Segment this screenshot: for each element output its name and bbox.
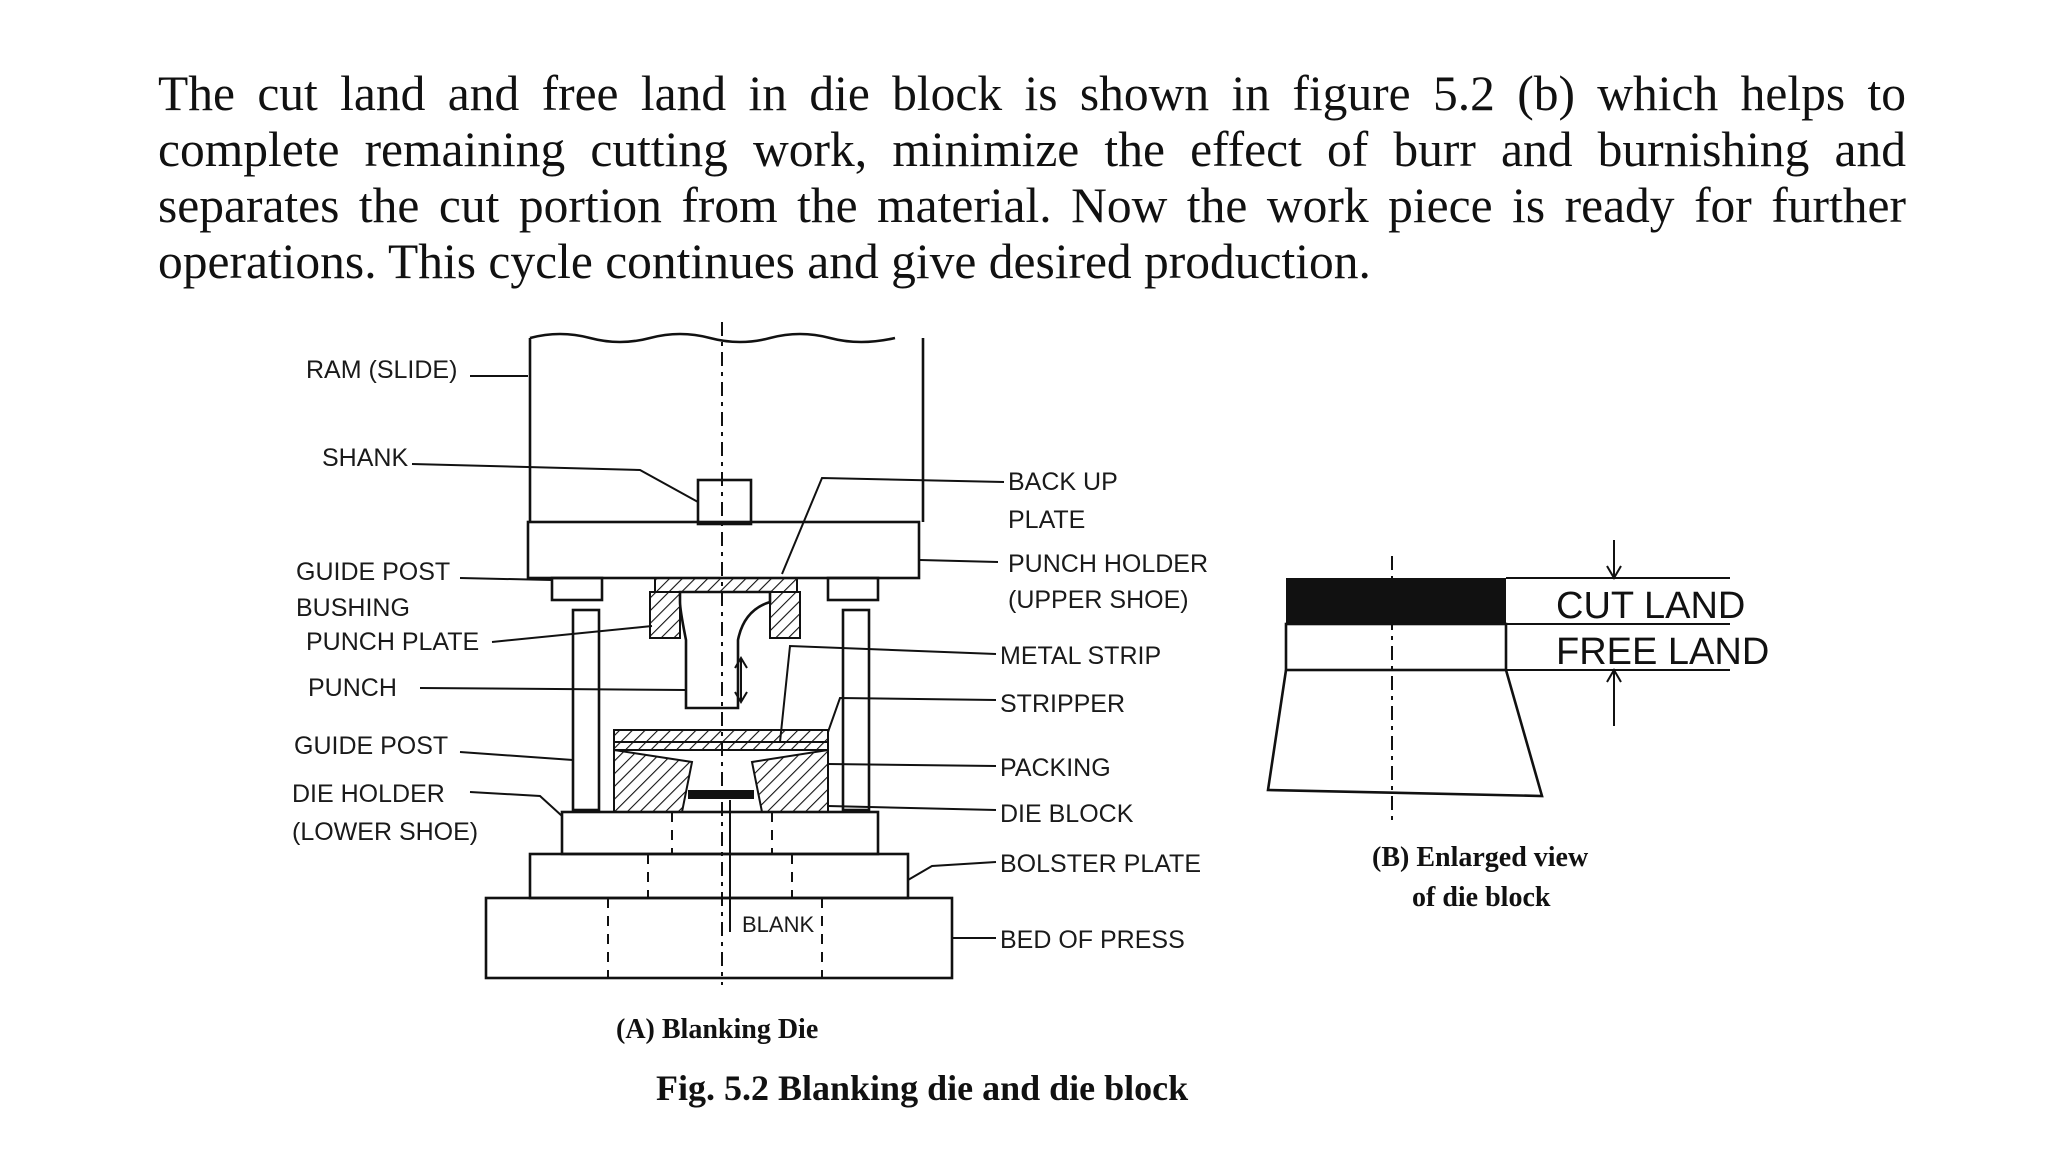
punch-holder-leader	[919, 559, 999, 563]
punch	[678, 590, 772, 710]
bolster-plate-leader	[907, 861, 997, 881]
body-paragraph: The cut land and free land in die block …	[158, 66, 1906, 289]
back-up-plate-leader	[781, 476, 1005, 575]
label-die-holder-2: (LOWER SHOE)	[292, 818, 478, 846]
stripper-leader	[827, 696, 997, 733]
die-block-enlarged	[1266, 540, 1730, 820]
label-punch-holder-1: PUNCH HOLDER	[1008, 550, 1208, 578]
top-dimension-arrow	[1606, 540, 1622, 580]
metal-strip	[613, 741, 829, 751]
label-blank: BLANK	[742, 912, 814, 937]
punch-plate-left	[649, 591, 681, 639]
label-die-block: DIE BLOCK	[1000, 800, 1134, 828]
label-guide-post-bushing-2: BUSHING	[296, 594, 410, 622]
die-block-left	[613, 748, 694, 813]
punch-motion-arrow	[734, 656, 748, 704]
bottom-dimension-arrow	[1606, 668, 1622, 726]
punch-plate-leader	[491, 625, 653, 643]
guide-post-leader	[459, 751, 574, 761]
bushing-right	[826, 576, 880, 602]
punch-plate-right	[769, 591, 801, 639]
label-bolster-plate: BOLSTER PLATE	[1000, 850, 1201, 878]
blank	[688, 790, 754, 799]
packing-leader	[827, 763, 997, 767]
label-free-land: FREE LAND	[1556, 631, 1769, 673]
ram-slide	[528, 332, 925, 522]
caption-b-2: of die block	[1412, 882, 1551, 913]
die-holder	[560, 810, 880, 856]
label-die-holder-1: DIE HOLDER	[292, 780, 445, 808]
label-ram: RAM (SLIDE)	[306, 356, 457, 384]
land-extension-lines	[1506, 577, 1730, 671]
bushing-left	[550, 576, 604, 602]
guide-post-right	[841, 608, 871, 812]
punch-holder	[526, 520, 921, 580]
metal-strip-leader	[779, 644, 997, 743]
bushing-leader	[459, 577, 553, 581]
punch-leader	[419, 687, 687, 691]
label-punch-plate: PUNCH PLATE	[306, 628, 479, 656]
label-cut-land: CUT LAND	[1556, 585, 1745, 627]
free-land-band	[1284, 622, 1508, 672]
label-bed-of-press: BED OF PRESS	[1000, 926, 1185, 954]
label-back-up-1: BACK UP	[1008, 468, 1118, 496]
shank	[696, 478, 753, 526]
caption-a: (A) Blanking Die	[616, 1014, 818, 1045]
label-stripper: STRIPPER	[1000, 690, 1125, 718]
label-metal-strip: METAL STRIP	[1000, 642, 1161, 670]
label-packing: PACKING	[1000, 754, 1111, 782]
label-back-up-2: PLATE	[1008, 506, 1085, 534]
bed-of-press	[484, 896, 954, 980]
label-guide-post-bushing-1: GUIDE POST	[296, 558, 450, 586]
blanking-die-drawing	[411, 322, 1005, 985]
die-block-leader	[827, 805, 997, 811]
figure-caption: Fig. 5.2 Blanking die and die block	[656, 1068, 1188, 1108]
back-up-plate	[654, 577, 798, 593]
shank-leader	[411, 463, 699, 503]
die-holder-leader	[469, 791, 563, 817]
cut-land-band	[1286, 578, 1506, 624]
bolster-plate	[528, 852, 910, 900]
label-guide-post: GUIDE POST	[294, 732, 448, 760]
label-punch-holder-2: (UPPER SHOE)	[1008, 586, 1189, 614]
label-shank: SHANK	[322, 444, 408, 472]
caption-b-1: (B) Enlarged view	[1372, 842, 1589, 873]
stripper	[613, 729, 829, 743]
die-block-relief	[1266, 669, 1544, 798]
hidden-lines	[607, 812, 823, 978]
die-block-right	[750, 748, 829, 813]
guide-post-left	[571, 608, 601, 812]
label-punch: PUNCH	[308, 674, 397, 702]
